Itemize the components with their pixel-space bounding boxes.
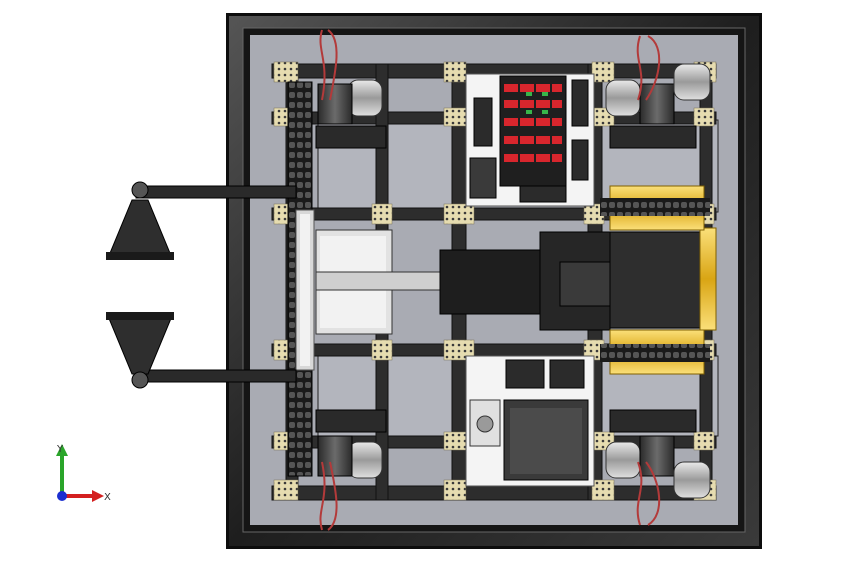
- lower-electronics-panel: [465, 355, 595, 487]
- motor-wires: [319, 29, 661, 531]
- z-axis-origin: [57, 491, 67, 501]
- center-arm-assembly: [315, 185, 717, 375]
- y-axis-head: [56, 444, 68, 456]
- intake-rail: [287, 81, 315, 477]
- bumper-arms: [106, 181, 297, 389]
- wheel-module-front-left: [315, 79, 387, 149]
- coordinate-triad: Y X: [56, 444, 111, 503]
- wheel-module-rear-right: [605, 409, 711, 499]
- wheel-module-rear-left: [315, 409, 387, 479]
- x-axis-label: X: [104, 492, 111, 503]
- x-axis-head: [92, 490, 104, 502]
- wheel-module-front-right: [605, 63, 711, 149]
- y-axis-label: Y: [56, 444, 64, 455]
- upper-electronics-panel: [465, 73, 595, 207]
